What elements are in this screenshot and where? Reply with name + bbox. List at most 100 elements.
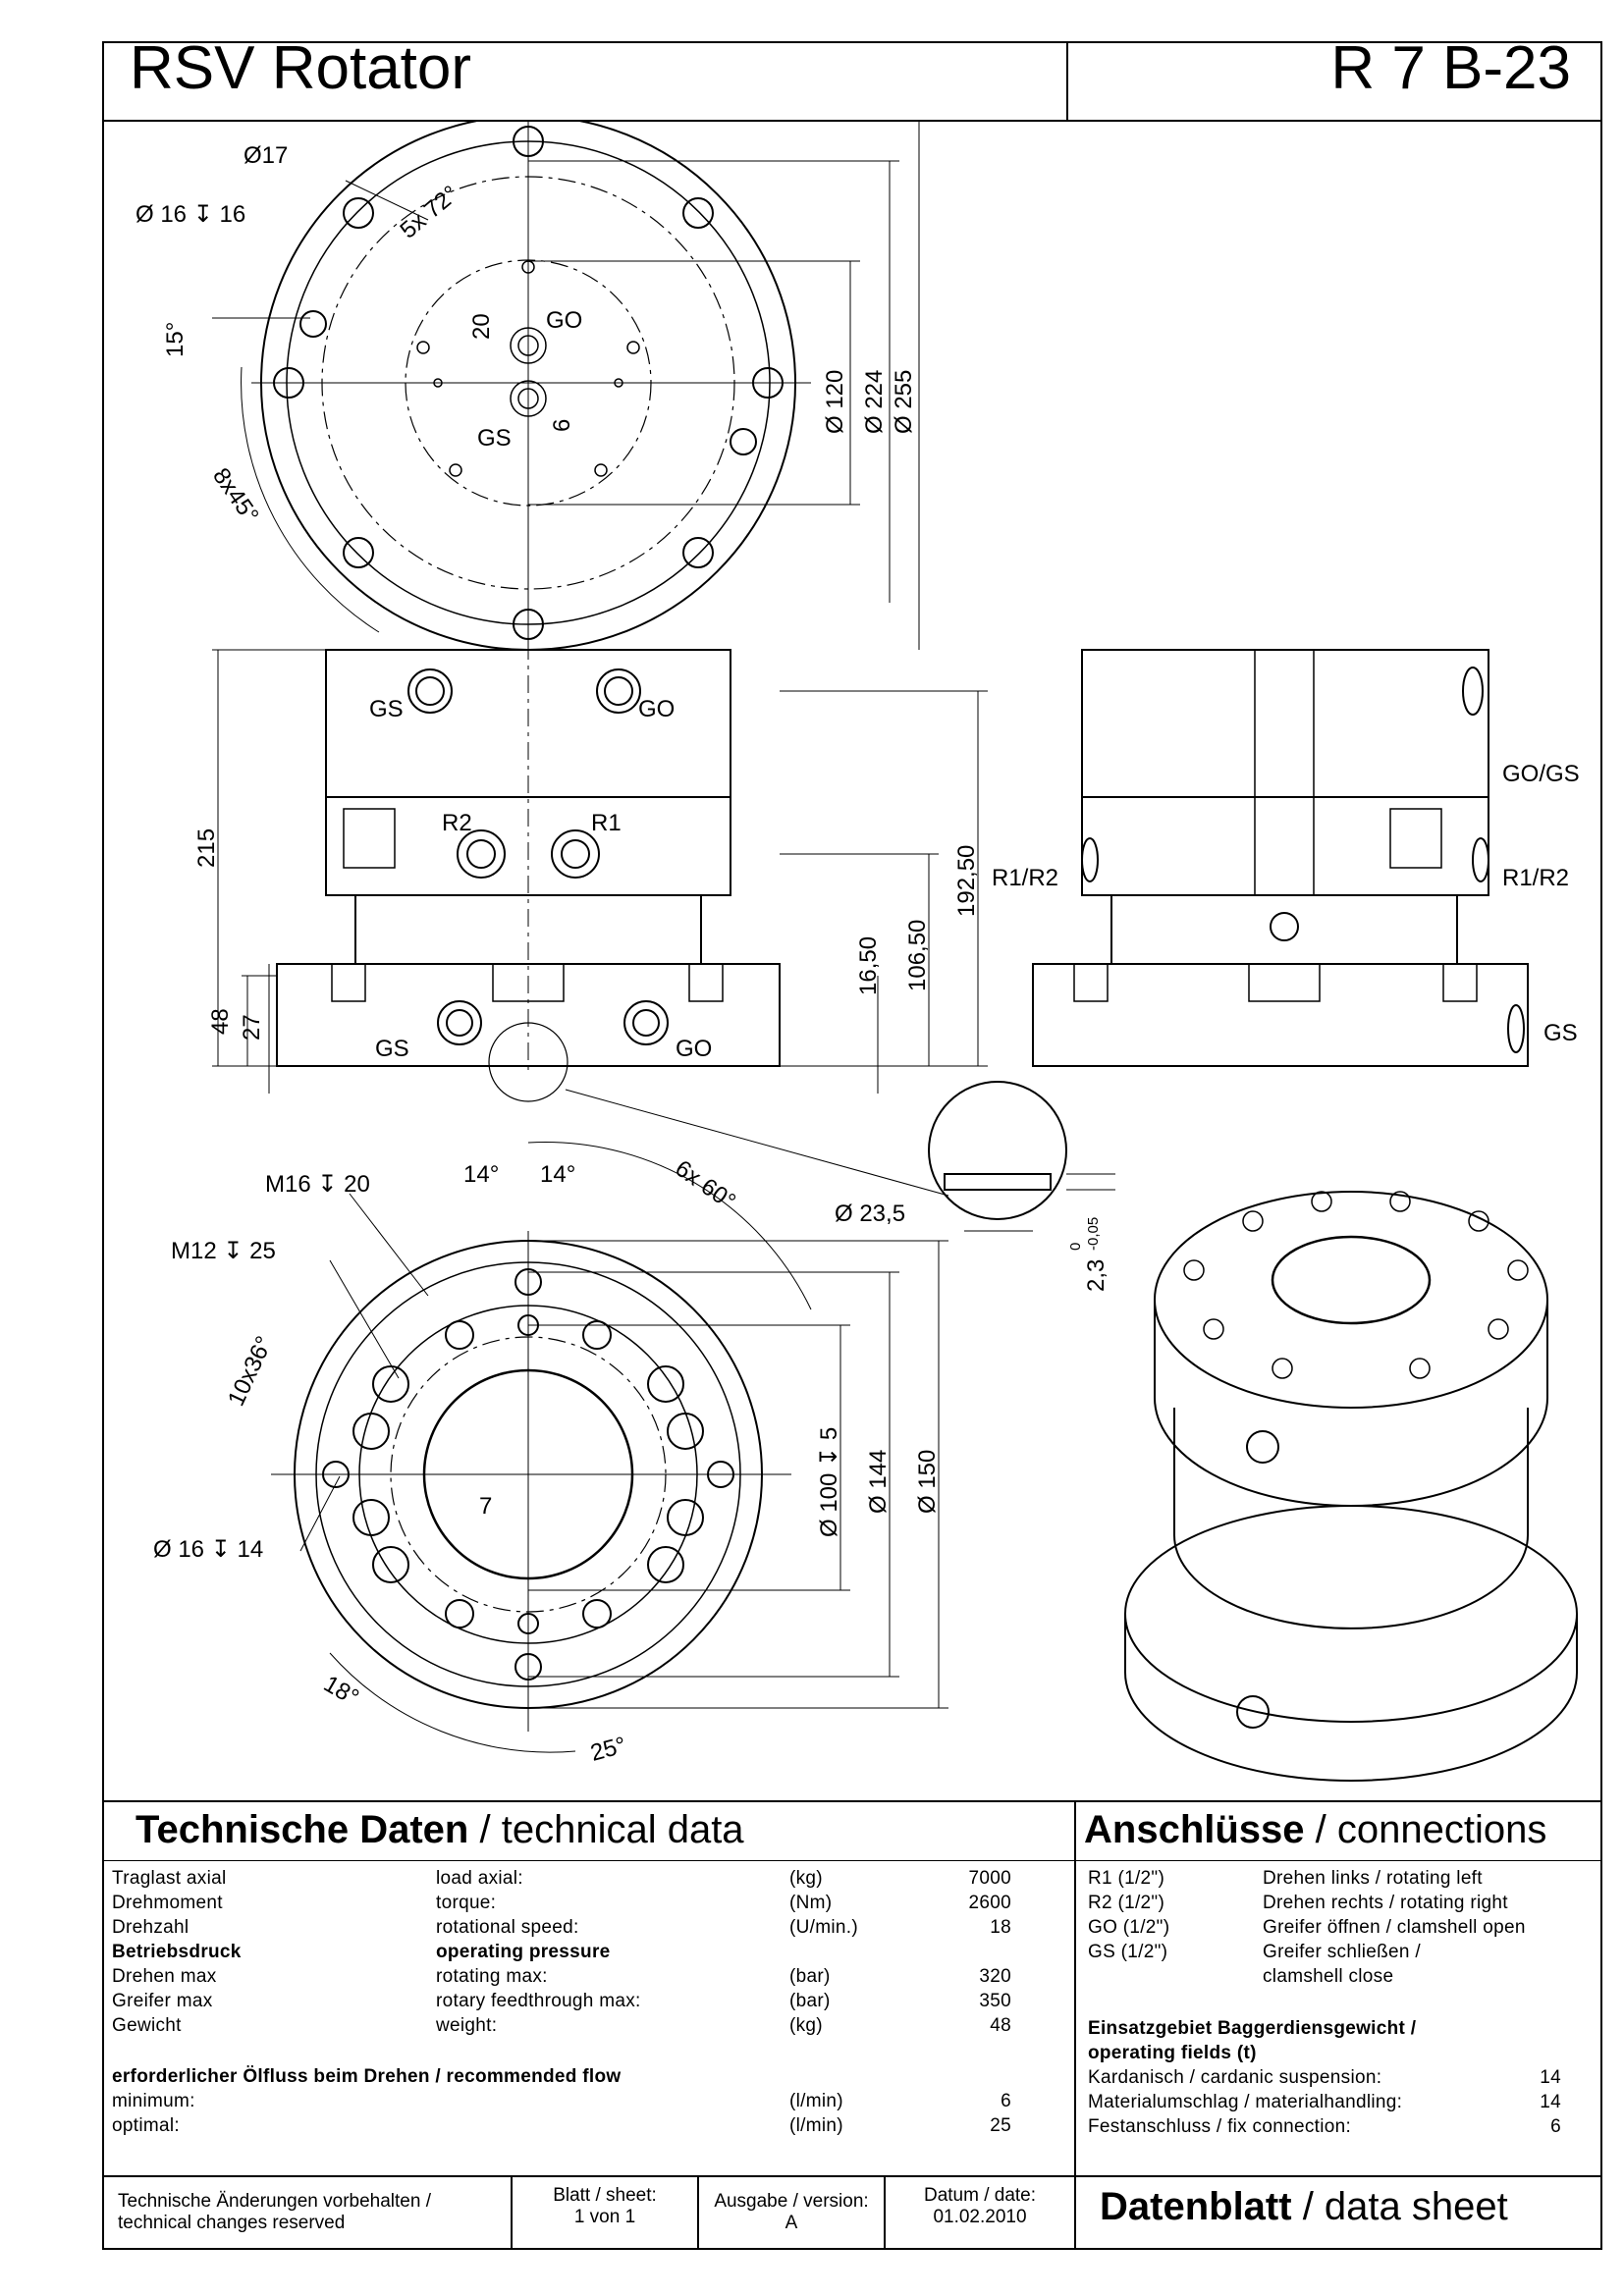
detail-view <box>565 1081 1115 1232</box>
svg-text:M16 ↧ 20: M16 ↧ 20 <box>265 1171 370 1198</box>
date-cell: Datum / date: 01.02.2010 <box>923 2185 1037 2227</box>
field-value: 14 <box>1540 2067 1561 2088</box>
svg-text:R1: R1 <box>591 810 622 836</box>
footer-divider-1 <box>511 2175 513 2250</box>
row-en: rotating max: <box>436 1966 548 1987</box>
svg-text:48: 48 <box>207 1008 234 1035</box>
svg-text:Ø 100 ↧ 5: Ø 100 ↧ 5 <box>816 1427 842 1537</box>
row-de: Gewicht <box>112 2015 182 2036</box>
svg-text:215: 215 <box>193 828 220 868</box>
technical-data-heading: Technische Daten / technical data <box>135 1808 744 1851</box>
row-de: Drehmoment <box>112 1893 223 1913</box>
fields-heading: operating fields (t) <box>1088 2043 1257 2063</box>
footer-divider <box>102 2175 1602 2177</box>
flow-value: 6 <box>1001 2091 1011 2111</box>
svg-text:GS: GS <box>1543 1020 1578 1046</box>
port-desc: Drehen rechts / rotating right <box>1263 1893 1508 1913</box>
row-unit: (bar) <box>789 1966 831 1987</box>
port-label: GO (1/2") <box>1088 1917 1170 1938</box>
footer-divider-3 <box>884 2175 886 2250</box>
field-label: Materialumschlag / materialhandling: <box>1088 2092 1403 2112</box>
svg-text:-0,05: -0,05 <box>1085 1217 1102 1251</box>
table-center-divider <box>1074 1800 1076 2175</box>
footer-divider-4 <box>1074 2175 1076 2250</box>
sheet-frame <box>102 41 1602 2250</box>
svg-text:Ø 16 ↧ 14: Ø 16 ↧ 14 <box>153 1536 263 1563</box>
port-desc: clamshell close <box>1263 1966 1394 1987</box>
row-de: Betriebsdruck <box>112 1942 242 1962</box>
changes-note: Technische Änderungen vorbehalten / tech… <box>118 2191 432 2233</box>
connections-heading: Anschlüsse / connections <box>1084 1808 1547 1851</box>
field-label: Festanschluss / fix connection: <box>1088 2116 1352 2137</box>
end-view <box>1032 649 1529 1067</box>
row-de: Traglast axial <box>112 1868 227 1889</box>
svg-text:GO: GO <box>676 1036 712 1062</box>
row-en: weight: <box>436 2015 498 2036</box>
svg-text:192,50: 192,50 <box>953 845 980 917</box>
svg-text:R2: R2 <box>442 810 472 836</box>
svg-text:2,3: 2,3 <box>1083 1259 1110 1292</box>
svg-text:Ø 224: Ø 224 <box>861 370 888 434</box>
port-desc: Drehen links / rotating left <box>1263 1868 1483 1889</box>
flow-unit: (l/min) <box>789 2115 843 2136</box>
field-value: 6 <box>1550 2116 1561 2137</box>
port-label: R1 (1/2") <box>1088 1868 1165 1889</box>
svg-text:6: 6 <box>549 419 575 432</box>
row-unit: (bar) <box>789 1991 831 2011</box>
row-unit: (Nm) <box>789 1893 833 1913</box>
row-de: Greifer max <box>112 1991 213 2011</box>
sheet-cell: Blatt / sheet: 1 von 1 <box>553 2185 657 2227</box>
svg-text:10x36°: 10x36° <box>223 1332 278 1410</box>
row-en: rotational speed: <box>436 1917 579 1938</box>
table-heading-divider <box>102 1860 1602 1861</box>
row-unit: (kg) <box>789 2015 823 2036</box>
row-de: Drehen max <box>112 1966 217 1987</box>
port-desc: Greifer schließen / <box>1263 1942 1421 1962</box>
svg-text:27: 27 <box>239 1014 265 1041</box>
svg-text:5x 72°: 5x 72° <box>396 181 464 244</box>
version-cell: Ausgabe / version: A <box>714 2191 869 2233</box>
svg-text:Ø 255: Ø 255 <box>891 370 917 434</box>
row-de: Drehzahl <box>112 1917 189 1938</box>
svg-text:GO: GO <box>638 696 675 722</box>
svg-text:GO: GO <box>546 307 582 334</box>
header-vertical-divider <box>1066 41 1068 120</box>
row-en: operating pressure <box>436 1942 611 1962</box>
row-unit: (kg) <box>789 1868 823 1889</box>
port-label: GS (1/2") <box>1088 1942 1168 1962</box>
fields-heading: Einsatzgebiet Baggerdiensgewicht / <box>1088 2018 1417 2039</box>
port-desc: Greifer öffnen / clamshell open <box>1263 1917 1526 1938</box>
svg-text:0: 0 <box>1067 1243 1084 1251</box>
flow-label: minimum: <box>112 2091 195 2111</box>
svg-text:R1/R2: R1/R2 <box>992 865 1058 891</box>
svg-text:Ø 150: Ø 150 <box>914 1450 941 1514</box>
row-value: 2600 <box>968 1893 1011 1913</box>
flow-heading: erforderlicher Ölfluss beim Drehen / rec… <box>112 2066 622 2087</box>
datasheet-label: Datenblatt / data sheet <box>1100 2185 1508 2228</box>
row-value: 7000 <box>968 1868 1011 1889</box>
svg-text:Ø17: Ø17 <box>244 142 288 169</box>
svg-text:Ø 16 ↧ 16: Ø 16 ↧ 16 <box>135 201 245 228</box>
field-label: Kardanisch / cardanic suspension: <box>1088 2067 1382 2088</box>
svg-text:7: 7 <box>479 1493 492 1520</box>
row-en: rotary feedthrough max: <box>436 1991 641 2011</box>
field-value: 14 <box>1540 2092 1561 2112</box>
row-en: torque: <box>436 1893 497 1913</box>
svg-text:14°: 14° <box>540 1161 575 1188</box>
svg-text:M12 ↧ 25: M12 ↧ 25 <box>171 1238 276 1264</box>
svg-text:GS: GS <box>375 1036 409 1062</box>
row-en: load axial: <box>436 1868 523 1889</box>
port-label: R2 (1/2") <box>1088 1893 1165 1913</box>
header-divider <box>102 120 1602 122</box>
table-top-divider <box>102 1800 1602 1802</box>
svg-text:Ø 23,5: Ø 23,5 <box>835 1201 905 1227</box>
svg-text:6x 60°: 6x 60° <box>671 1155 740 1215</box>
svg-text:18°: 18° <box>319 1671 363 1712</box>
svg-text:20: 20 <box>468 313 495 340</box>
svg-text:Ø 120: Ø 120 <box>822 370 848 434</box>
svg-text:14°: 14° <box>463 1161 499 1188</box>
svg-text:25°: 25° <box>588 1732 629 1766</box>
row-value: 18 <box>990 1917 1011 1938</box>
page-title: RSV Rotator <box>130 34 472 102</box>
row-value: 320 <box>979 1966 1011 1987</box>
